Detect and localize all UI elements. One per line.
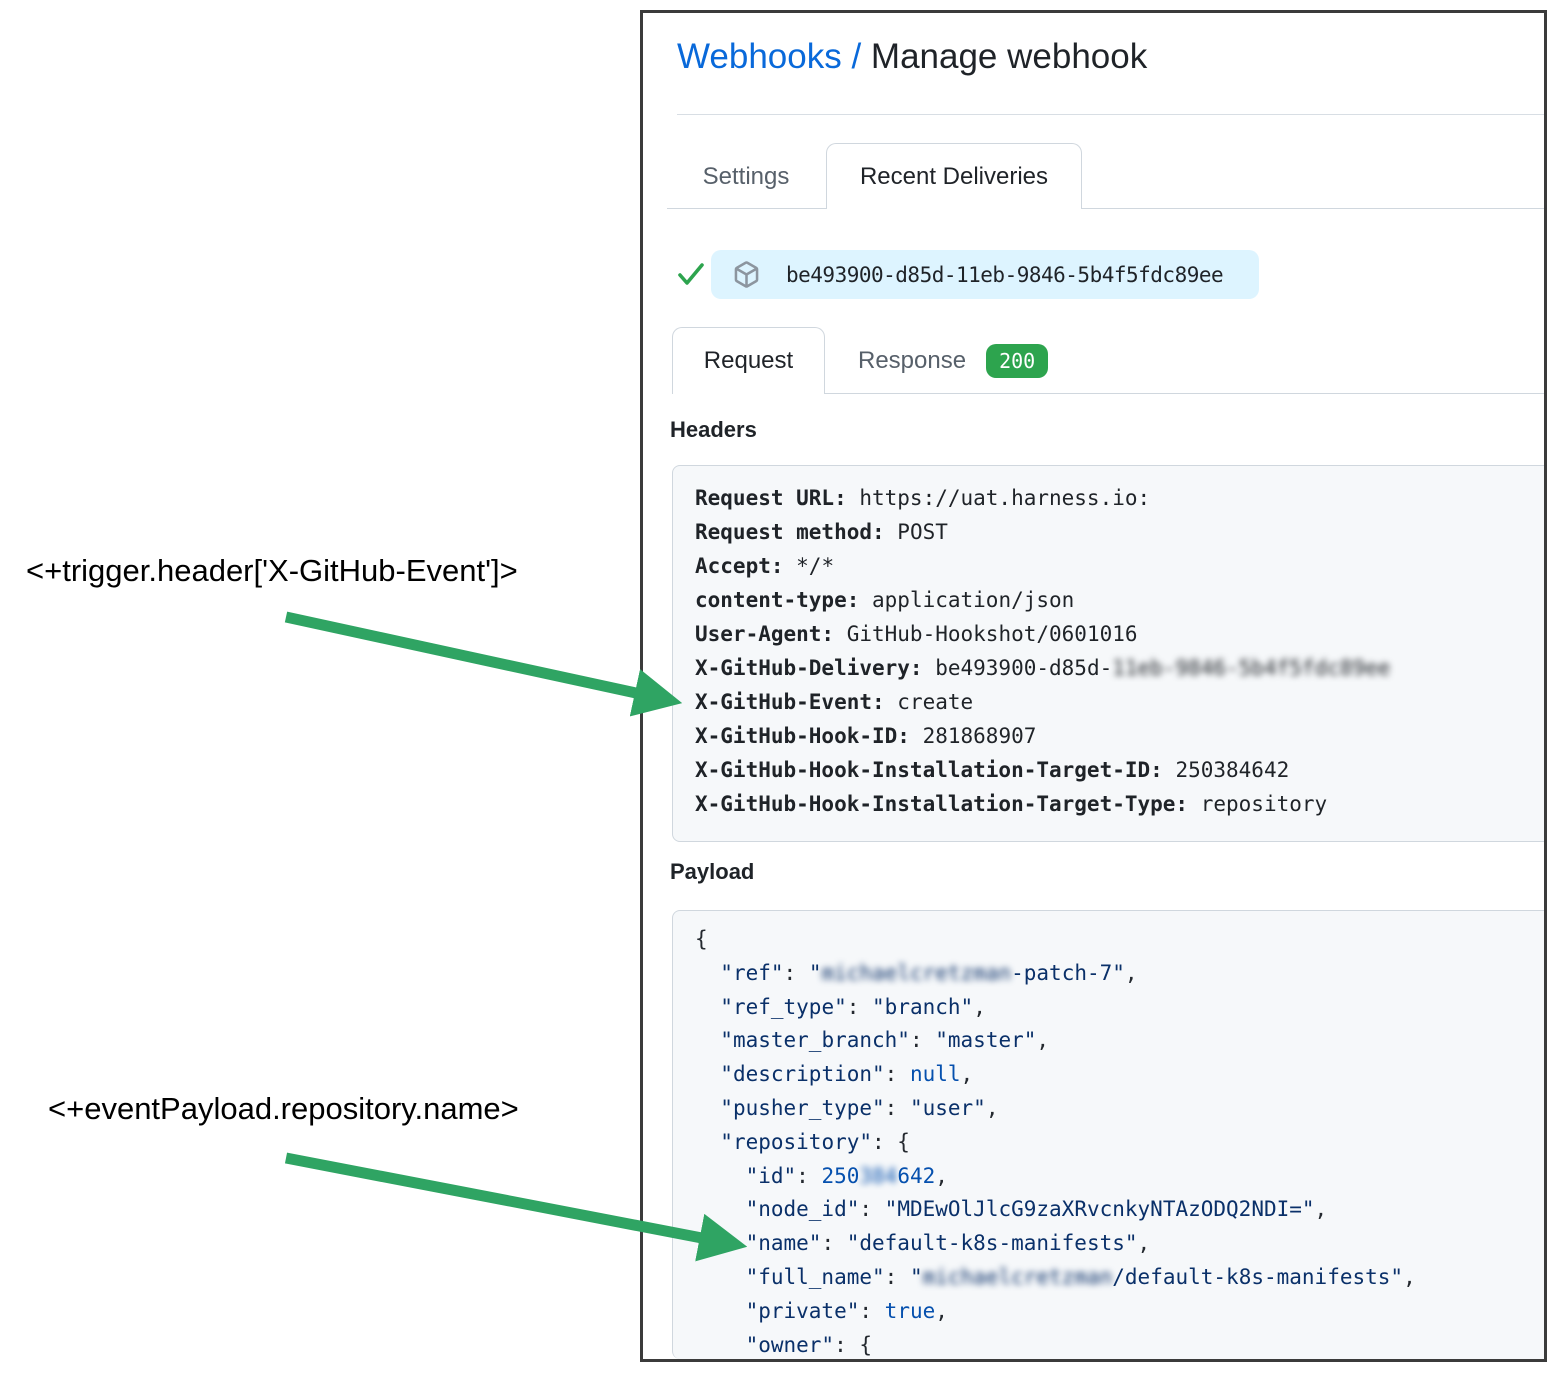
package-icon [734, 261, 759, 288]
payload-line: "name": "default-k8s-manifests", [745, 1231, 1151, 1256]
payload-heading: Payload [670, 859, 755, 884]
delivery-id: be493900-d85d-11eb-9846-5b4f5fdc89ee [786, 262, 1224, 287]
header-line: User-Agent: GitHub-Hookshot/0601016 [695, 622, 1138, 646]
subtabs-divider [672, 393, 1544, 394]
payload-line: { [695, 927, 708, 951]
payload-line: "pusher_type": "user", [720, 1095, 999, 1120]
payload-line: "node_id": "MDEwOlJlcG9zaXRvcnkyNTAzODQ2… [745, 1197, 1328, 1222]
header-line: X-GitHub-Hook-Installation-Target-Type: … [695, 792, 1328, 816]
headers-lines: Request URL: https://uat.harness.io: Requ… [695, 481, 1544, 821]
payload-line: "full_name": "michaelcretzman/default-k8… [745, 1264, 1416, 1289]
header-line: X-GitHub-Delivery: be493900-d85d-11eb-98… [695, 656, 1391, 680]
tab-request[interactable]: Request [672, 327, 825, 394]
headers-box: Request URL: https://uat.harness.io: Requ… [672, 465, 1544, 842]
tabs-divider [667, 208, 1544, 209]
payload-line: "ref": "michaelcretzman-patch-7", [720, 960, 1138, 985]
payload-line: "description": null, [720, 1062, 974, 1087]
tab-response-label: Response [858, 346, 967, 374]
page-title-rest: Manage webhook [861, 37, 1148, 76]
header-line: content-type: application/json [695, 588, 1075, 612]
check-icon [678, 263, 704, 285]
tab-response[interactable]: Response 200 [838, 327, 1068, 394]
payload-line: "ref_type": "branch", [720, 994, 986, 1019]
tab-recent-deliveries[interactable]: Recent Deliveries [826, 143, 1082, 209]
payload-box: { "ref": "michaelcretzman-patch-7", "ref… [672, 910, 1544, 1359]
annotation-payload-expression: <+eventPayload.repository.name> [48, 1091, 519, 1126]
headers-heading: Headers [670, 417, 757, 442]
title-divider [677, 114, 1544, 115]
tab-settings[interactable]: Settings [702, 163, 790, 190]
header-line: Request URL: https://uat.harness.io: [695, 486, 1151, 510]
webhook-panel: Webhooks / Manage webhook Settings Recen… [640, 10, 1547, 1362]
header-line: X-GitHub-Hook-ID: 281868907 [695, 724, 1037, 748]
header-line: X-GitHub-Hook-Installation-Target-ID: 25… [695, 758, 1290, 782]
header-line: Request method: POST [695, 520, 948, 544]
payload-line: "private": true, [745, 1298, 948, 1323]
delivery-id-pill[interactable]: be493900-d85d-11eb-9846-5b4f5fdc89ee [711, 250, 1260, 299]
status-badge: 200 [986, 343, 1049, 378]
payload-line: "id": 250384642, [745, 1163, 948, 1188]
annotation-trigger-expression: <+trigger.header['X-GitHub-Event']> [26, 553, 518, 588]
payload-lines: { "ref": "michaelcretzman-patch-7", "ref… [695, 923, 1544, 1359]
payload-line: "owner": { [745, 1332, 873, 1357]
payload-line: "repository": { [720, 1129, 910, 1154]
payload-line: "master_branch": "master", [720, 1028, 1050, 1053]
page-title: Webhooks / Manage webhook [677, 37, 1147, 77]
breadcrumb-webhooks-link[interactable]: Webhooks / [677, 37, 862, 76]
arrow-to-github-event [284, 611, 683, 717]
header-line: Accept: */* [695, 554, 835, 578]
header-line: X-GitHub-Event: create [695, 690, 974, 714]
